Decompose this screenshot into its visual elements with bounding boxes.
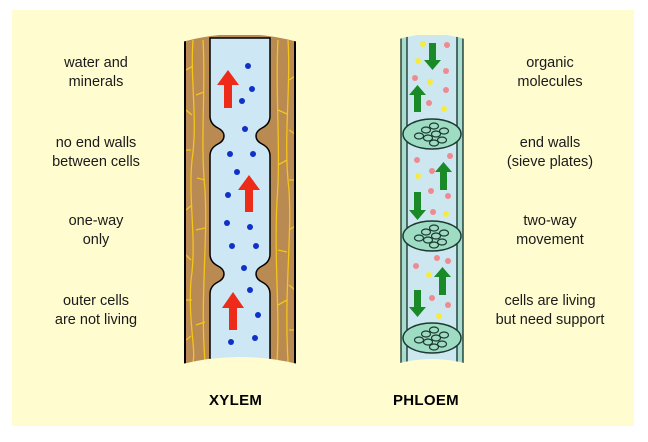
up-arrow-icon [238,175,260,212]
label-line: movement [516,232,584,248]
xylem-top-cut [182,25,298,42]
label-line: are not living [54,312,138,328]
up-arrow-icon [435,162,452,190]
label-line: but need support [495,312,605,328]
xylem-water-channel [209,37,271,363]
sieve-plates [402,118,462,354]
xylem-label-transport: water and minerals [11,54,181,92]
label-line: two-way [523,213,577,229]
down-arrow-icon [409,290,426,317]
diagram-background [12,10,634,426]
xylem-bottom-cut [182,357,298,376]
phloem-label-end-walls: end walls (sieve plates) [465,134,635,172]
up-arrow-icon [434,267,451,295]
phloem-tube [396,25,468,376]
up-arrow-icon [217,70,239,108]
xylem-label-end-walls: no end walls between cells [11,134,181,172]
phloem-label-cells: cells are living but need support [465,292,635,330]
down-arrow-icon [409,192,426,220]
label-line: molecules [517,74,583,90]
xylem-cell-lines [185,39,296,363]
mineral-dots [224,63,261,345]
label-line: (sieve plates) [506,154,594,170]
up-arrow-icon [222,292,244,330]
xylem-label-cells: outer cells are not living [11,292,181,330]
xylem-vessel [182,25,298,376]
label-line: cells are living [504,293,596,309]
xylem-title: XYLEM [209,392,263,409]
label-line: end walls [519,135,581,151]
label-line: organic [526,55,574,71]
label-line: outer cells [62,293,130,309]
label-line: only [82,232,110,248]
phloem-label-transport: organic molecules [465,54,635,92]
label-line: water and [64,55,128,71]
xylem-label-direction: one-way only [11,212,181,250]
phloem-label-direction: two-way movement [465,212,635,250]
label-line: no end walls [55,135,137,151]
phloem-top-cut [396,25,468,40]
label-line: one-way [68,213,124,229]
organic-molecule-dots [412,41,453,319]
down-arrow-icon [424,43,441,70]
up-arrow-icon [409,85,426,112]
phloem-bottom-cut [396,359,468,376]
phloem-title: PHLOEM [393,392,459,409]
label-line: between cells [52,154,140,170]
label-line: minerals [68,74,124,90]
